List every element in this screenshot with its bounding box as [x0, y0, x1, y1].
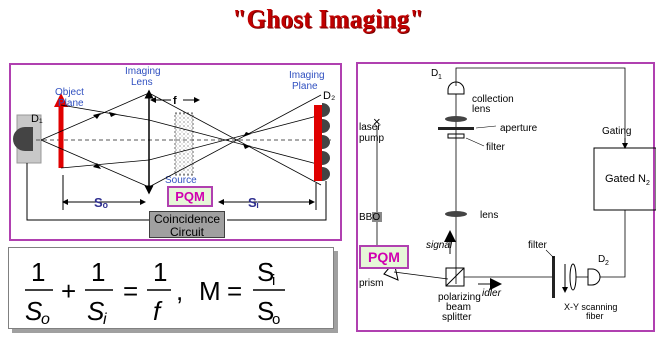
so-label: Sₒ — [94, 195, 109, 210]
prism-label: prism — [359, 278, 383, 289]
source-label: Source — [165, 175, 197, 186]
focal-label: f — [173, 95, 177, 107]
equation-drawing: 1 S o + 1 S i = 1 f , M = S i S o — [25, 257, 285, 328]
eq-plus: + — [61, 276, 76, 306]
coincidence-label-2: Circuit — [169, 225, 204, 239]
d1-detector-icon — [447, 81, 465, 95]
lens-label: lens — [480, 210, 498, 221]
eq-num-si-sub: i — [272, 272, 275, 289]
eq-equals-1: = — [123, 276, 138, 306]
pqm-badge-left: PQM — [167, 186, 213, 207]
xy-fiber-label-2: fiber — [586, 311, 604, 321]
d2-sub: 2 — [605, 260, 609, 267]
d1-detector-icon — [13, 127, 33, 151]
splitter-label-1: polarizing — [438, 292, 481, 303]
d2-detector-icon — [587, 268, 601, 286]
signal-label: signal — [426, 240, 453, 251]
object-plane-label-2: Plane — [58, 98, 84, 109]
splitter-label-2: beam — [446, 302, 471, 313]
laser-pump-label-2: pump — [359, 133, 384, 144]
collection-lens-icon — [445, 116, 467, 122]
aperture-icon — [438, 127, 474, 130]
setup-drawing: D 1 collection lens aperture filter lens… — [359, 67, 656, 323]
light-rays — [40, 92, 322, 188]
imaging-plane-label-2: Plane — [292, 81, 318, 92]
prism-to-splitter-beam — [393, 271, 449, 280]
aperture-label: aperture — [500, 123, 538, 134]
pump-cross-icon: × — [373, 114, 381, 129]
imaging-plane-bar — [314, 105, 322, 181]
d2-wire — [227, 181, 327, 221]
d1-wire — [26, 163, 151, 221]
xy-fiber-label-1: X-Y scanning — [564, 302, 617, 312]
gated-n2-sub: 2 — [646, 180, 650, 187]
pqm-badge-right: PQM — [359, 245, 409, 269]
d2-label: D₂ — [323, 90, 335, 102]
d2-detector-array — [322, 103, 330, 181]
eq-num-2: 1 — [91, 257, 105, 287]
aperture-pointer — [475, 125, 497, 129]
filter-right-pointer — [545, 249, 555, 259]
d2-label: D — [598, 254, 605, 265]
eq-comma: , — [176, 276, 183, 306]
coincidence-circuit: Coincidence Circuit — [149, 211, 225, 239]
filter-right-label: filter — [528, 240, 548, 251]
imaging-lens-label-2: Lens — [131, 77, 153, 88]
lens-icon — [445, 211, 467, 217]
filter-right-icon — [552, 256, 555, 298]
eq-den-so: S — [257, 296, 274, 326]
object-arrowhead — [54, 93, 68, 107]
collection-lens-label-2: lens — [472, 104, 490, 115]
eq-so: S — [25, 296, 43, 326]
filter-top-icon — [447, 133, 465, 139]
d1-label: D₁ — [31, 113, 43, 125]
experimental-setup: D 1 collection lens aperture filter lens… — [356, 62, 656, 332]
si-label: Sᵢ — [248, 195, 259, 210]
eq-m: M — [199, 276, 221, 306]
filter-top-label: filter — [486, 142, 506, 153]
eq-si: S — [87, 296, 105, 326]
eq-num-1: 1 — [31, 257, 45, 287]
imaging-plane-label-1: Imaging — [289, 70, 325, 81]
equation-box: 1 S o + 1 S i = 1 f , M = S i S o — [8, 247, 334, 329]
page-title: "Ghost Imaging" — [232, 5, 424, 34]
laser-pump-label-1: laser — [359, 122, 381, 133]
ray-arrows — [93, 112, 251, 169]
source-crystal — [174, 112, 194, 176]
d2-wire — [600, 210, 626, 278]
splitter-label-3: splitter — [442, 312, 472, 323]
xy-lens-icon — [569, 263, 577, 291]
coincidence-label-1: Coincidence — [153, 212, 221, 226]
idler-label: idler — [482, 288, 502, 299]
filter-pointer — [465, 137, 485, 147]
eq-num-3: 1 — [153, 257, 167, 287]
d1-gating-wire — [455, 67, 626, 148]
bbo-crystal-icon — [372, 212, 382, 222]
eq-num-si: S — [257, 257, 274, 287]
bbo-label: BBO — [359, 212, 380, 223]
imaging-lens-label-1: Imaging — [125, 66, 161, 77]
d1-label: D — [431, 68, 438, 79]
eq-si-sub: i — [103, 311, 107, 328]
object-plane-label-1: Object — [55, 87, 84, 98]
gating-label: Gating — [602, 126, 631, 137]
d1-sub: 1 — [438, 74, 442, 81]
eq-so-sub: o — [41, 311, 50, 328]
collection-lens-label-1: collection — [472, 94, 514, 105]
gated-n2-label: Gated N — [605, 173, 646, 185]
eq-f: f — [153, 296, 163, 326]
eq-den-so-sub: o — [272, 311, 280, 328]
eq-equals-2: = — [227, 276, 242, 306]
schematic-drawing: D₁ Object Plane Imaging Lens f Source — [13, 66, 335, 221]
beam-splitter-diagonal — [445, 267, 465, 287]
